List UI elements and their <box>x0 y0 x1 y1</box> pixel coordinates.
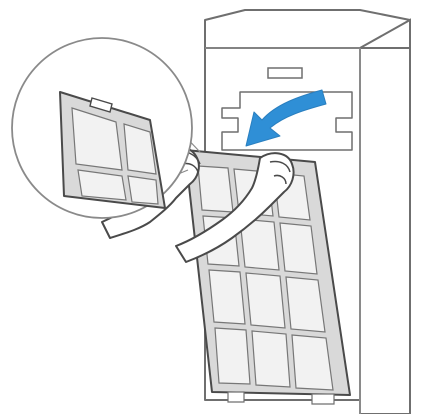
magnifier-callout-icon <box>12 38 192 218</box>
